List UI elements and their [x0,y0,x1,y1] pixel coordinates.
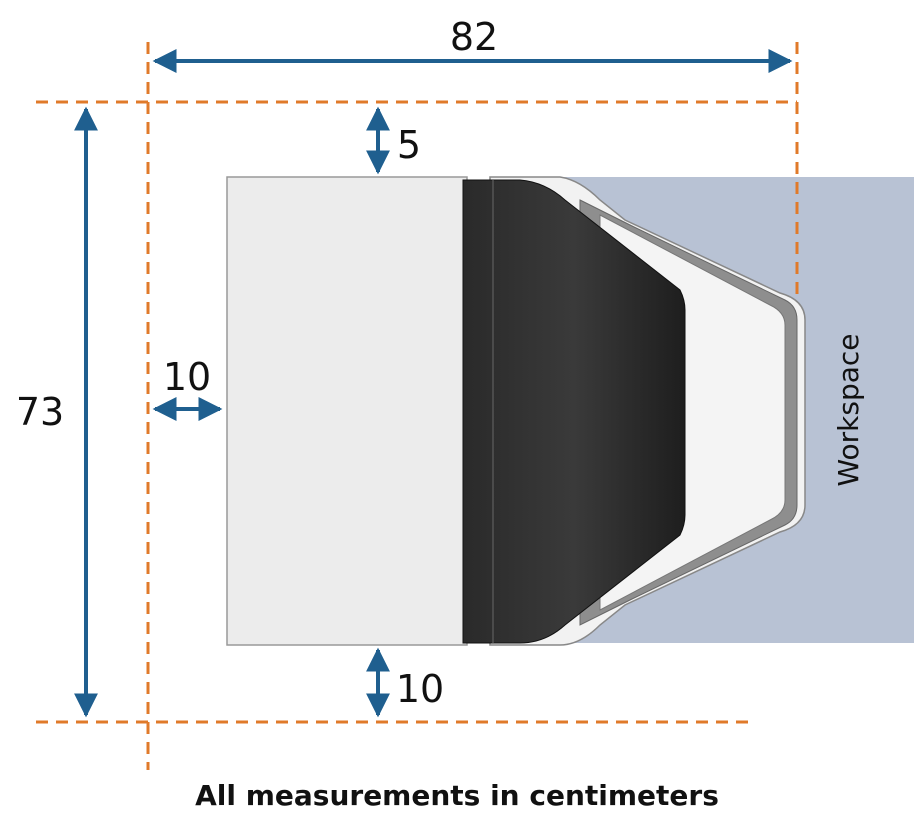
front-panel [226,176,468,646]
top-gap-label: 5 [397,123,421,167]
machine-body [226,176,806,646]
dark-bezel [462,179,686,644]
bottom-gap-label: 10 [396,667,444,711]
guide-lines [36,42,799,770]
units-caption: All measurements in centimeters [195,779,719,812]
dimension-arrows [74,49,793,718]
width-label: 82 [450,15,498,59]
side-gap-label: 10 [163,355,211,399]
workspace-label: Workspace [832,333,865,486]
height-label: 73 [16,390,64,434]
